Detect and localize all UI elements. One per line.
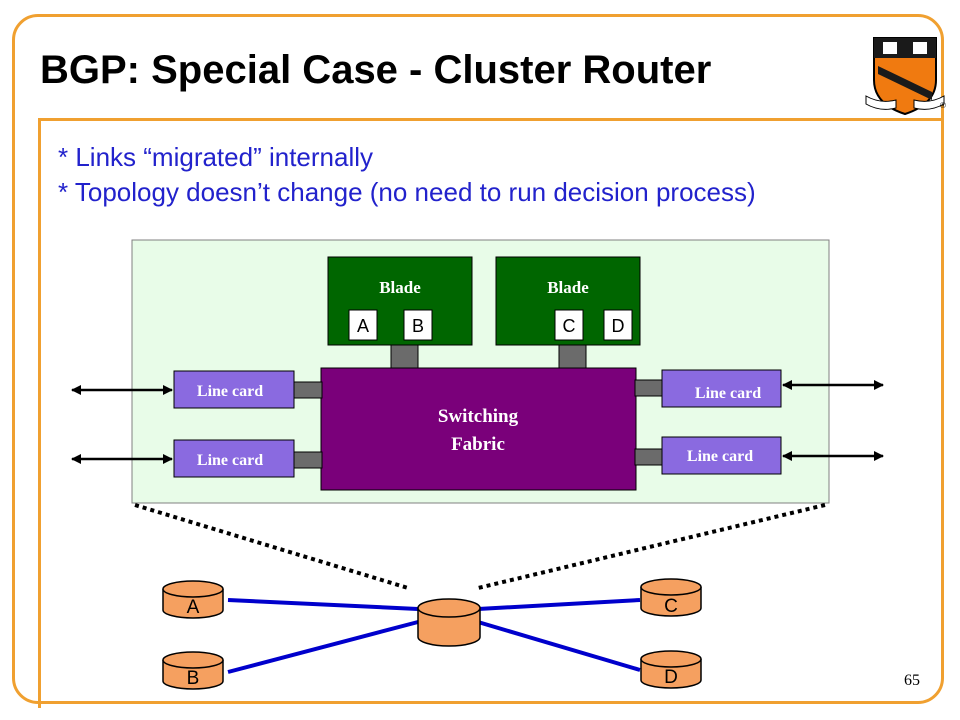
slide-title: BGP: Special Case - Cluster Router bbox=[40, 48, 712, 92]
topology-link-d bbox=[477, 620, 641, 672]
switching-fabric: Switching Fabric bbox=[320, 367, 637, 491]
blade-right-connector bbox=[558, 344, 587, 370]
topology-link-a bbox=[227, 598, 419, 611]
svg-text:D: D bbox=[664, 667, 678, 688]
svg-text:C: C bbox=[664, 596, 678, 617]
line-card-connector bbox=[293, 451, 323, 469]
line-card-left-top: Line card bbox=[173, 370, 295, 409]
blade-port-d-label: D bbox=[612, 316, 625, 336]
bullet-item: * Links “migrated” internally bbox=[58, 142, 374, 172]
router-node-d: D bbox=[640, 650, 702, 689]
router-node-c: C bbox=[640, 578, 702, 617]
princeton-shield-logo: ® bbox=[865, 37, 946, 116]
topology-link-c bbox=[477, 598, 641, 611]
router-node-a: A bbox=[162, 580, 224, 619]
frame-vertical-rule bbox=[38, 118, 41, 708]
topology-link-b bbox=[227, 620, 419, 674]
line-card-connector bbox=[293, 381, 323, 399]
cluster-router-node bbox=[417, 598, 481, 647]
svg-text:A: A bbox=[187, 597, 200, 618]
line-card-connector bbox=[634, 448, 664, 466]
svg-text:Line card: Line card bbox=[197, 452, 263, 469]
zoom-dotted-line-right bbox=[477, 503, 826, 590]
slide-number: 65 bbox=[904, 672, 920, 689]
blade-left-label: Blade bbox=[379, 278, 421, 297]
bullet-item: * Topology doesn’t change (no need to ru… bbox=[58, 177, 756, 207]
svg-text:Line card: Line card bbox=[695, 385, 761, 402]
line-card-connector bbox=[634, 379, 664, 397]
blade-right: Blade C D bbox=[495, 256, 641, 346]
blade-port-a-label: A bbox=[357, 316, 369, 336]
fabric-label-line1: Switching bbox=[438, 406, 519, 427]
blade-port-b bbox=[403, 309, 433, 341]
blade-left-connector bbox=[390, 344, 419, 370]
blade-port-c-label: C bbox=[563, 316, 576, 336]
blade-left: Blade A B bbox=[327, 256, 473, 346]
svg-text:®: ® bbox=[940, 101, 946, 110]
line-card-right-bottom: Line card bbox=[661, 436, 782, 475]
svg-text:B: B bbox=[187, 668, 200, 689]
fabric-label-line2: Fabric bbox=[451, 434, 505, 455]
svg-text:Line card: Line card bbox=[687, 448, 753, 465]
svg-text:Line card: Line card bbox=[197, 383, 263, 400]
blade-port-d bbox=[603, 309, 633, 341]
slide-frame bbox=[12, 14, 944, 704]
blade-port-b-label: B bbox=[412, 316, 424, 336]
zoom-dotted-line-left bbox=[134, 503, 409, 590]
blade-right-label: Blade bbox=[547, 278, 589, 297]
bullet-list: * Links “migrated” internally * Topology… bbox=[58, 140, 756, 210]
blade-port-a bbox=[348, 309, 378, 341]
line-card-left-bottom: Line card bbox=[173, 439, 295, 478]
frame-horizontal-rule bbox=[38, 118, 944, 121]
router-node-b: B bbox=[162, 651, 224, 690]
blade-port-c bbox=[554, 309, 584, 341]
line-card-right-top: Line card bbox=[661, 369, 782, 408]
